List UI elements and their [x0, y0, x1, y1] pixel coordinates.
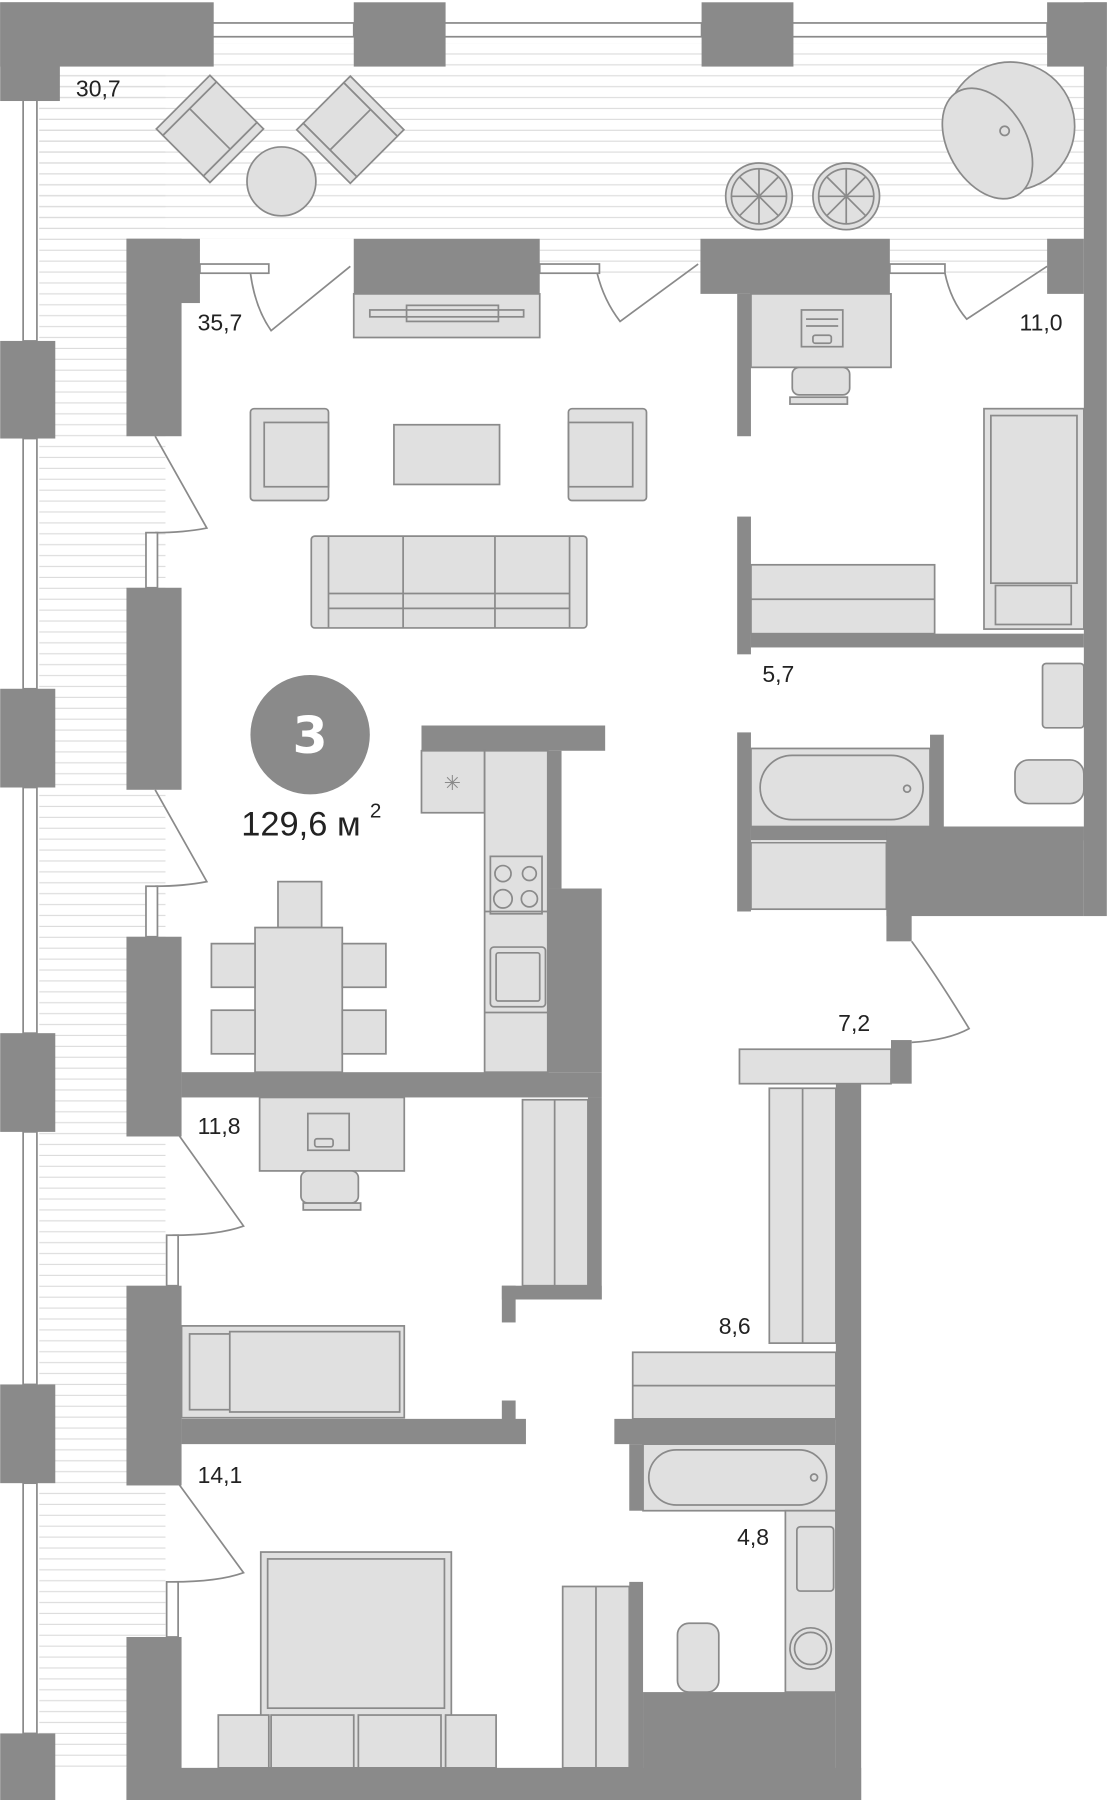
room-area-study: 11,0: [1020, 310, 1063, 336]
study-furniture: [750, 293, 1085, 635]
egg-chair-icon: [941, 61, 1076, 200]
room-area-bedroom-1: 11,8: [198, 1113, 241, 1139]
room-area-living-room: 35,7: [198, 310, 243, 336]
bathroom-2-fixtures: [642, 1443, 837, 1693]
bedroom-2-furniture: [217, 1551, 631, 1769]
room-area-bedroom-2: 14,1: [198, 1462, 243, 1488]
doors: [145, 263, 1048, 1638]
terrace-furniture: [155, 61, 1076, 231]
room-count-label: 3: [293, 706, 328, 765]
total-area-label: 129,6 м: [241, 806, 360, 844]
room-area-bathroom-1: 5,7: [762, 661, 794, 687]
kitchen-furniture: ✳: [210, 749, 549, 1074]
living-room-furniture: [249, 293, 648, 629]
planter-icon: [724, 162, 794, 231]
total-area-unit-sup: 2: [370, 799, 382, 822]
room-count-badge: 3: [250, 675, 370, 795]
fridge-snowflake-icon: ✳: [444, 772, 461, 795]
wardrobe-furniture: [631, 1048, 892, 1420]
bedroom-1-furniture: [180, 1096, 589, 1419]
planter-icon: [812, 162, 881, 231]
room-area-hallway: 7,2: [838, 1010, 870, 1036]
bathroom-1-fixtures: [750, 662, 1085, 911]
room-area-bathroom-2: 4,8: [737, 1524, 769, 1550]
room-area-wardrobe: 8,6: [719, 1313, 751, 1339]
room-area-terrace: 30,7: [76, 75, 121, 101]
